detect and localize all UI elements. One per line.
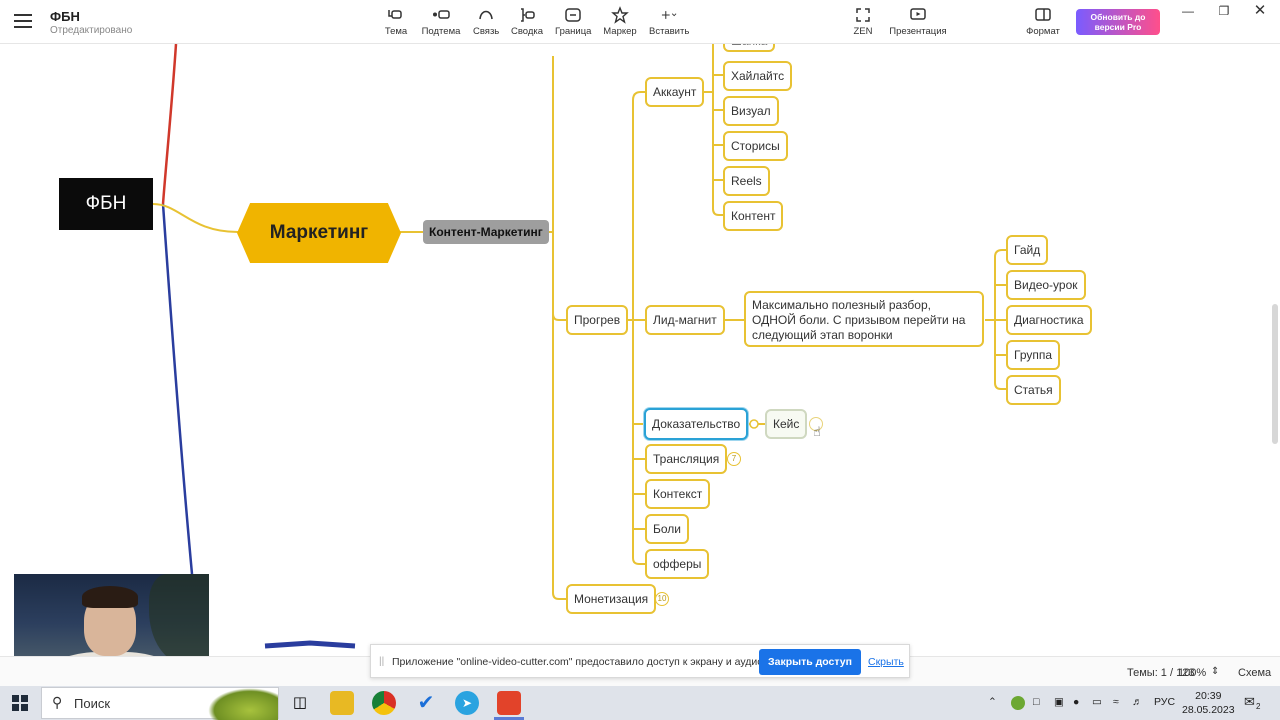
document-status: Отредактировано [50, 25, 133, 36]
view-mode-schema[interactable]: Схема [1238, 667, 1272, 679]
xmind-app-icon[interactable] [497, 691, 521, 715]
hide-banner-link[interactable]: Скрыть [868, 656, 904, 668]
hand-cursor-icon: ☝ [813, 424, 821, 439]
microphone-icon[interactable]: ● [1073, 696, 1080, 708]
topic-offers[interactable]: офферы [645, 549, 710, 579]
topic-monetization[interactable]: Монетизация [566, 584, 657, 614]
zoom-stepper-icon[interactable]: ⇕ [1211, 666, 1220, 677]
relationship-icon [473, 6, 499, 24]
insert-button[interactable]: Вставить [649, 6, 689, 37]
screen-share-banner: || Приложение "online-video-cutter.com" … [370, 644, 910, 678]
topic-group[interactable]: Группа [1006, 340, 1061, 370]
summary-icon [511, 6, 543, 24]
subtopic-icon [421, 6, 461, 24]
notifications-icon[interactable]: ✉ [1244, 694, 1255, 709]
presentation-icon [889, 6, 947, 24]
boundary-icon [555, 6, 591, 24]
zoom-level[interactable]: 100% [1178, 667, 1207, 679]
monetization-collapsed-count[interactable]: 10 [655, 592, 669, 606]
topic-visual[interactable]: Визуал [723, 96, 779, 126]
taskbar-search-box[interactable]: ⚲ Поиск [41, 687, 279, 720]
topic-pains[interactable]: Боли [645, 514, 689, 544]
topic-highlights[interactable]: Хайлайтс [723, 61, 793, 91]
topic-shapka-partial[interactable]: Шапка [723, 44, 776, 52]
telegram-icon[interactable]: ➤ [455, 691, 479, 715]
zen-fullscreen-icon [852, 6, 874, 24]
topic-case[interactable]: Кейс [765, 409, 808, 439]
mindmap-canvas[interactable]: ФБН Маркетинг Контент-Маркетинг Шапка Пр… [0, 44, 1280, 656]
todo-check-icon[interactable]: ✔ [417, 692, 435, 714]
relationship-button[interactable]: Связь [473, 6, 499, 37]
topic-reels[interactable]: Reels [723, 166, 770, 196]
summary-button[interactable]: Сводка [511, 6, 543, 37]
broadcast-collapsed-count[interactable]: 7 [727, 452, 741, 466]
topic-proof-selected[interactable]: Доказательство [644, 408, 749, 440]
marker-button[interactable]: Маркер [603, 6, 637, 37]
topic-article[interactable]: Статья [1006, 375, 1061, 405]
topic-video-lesson[interactable]: Видео-урок [1006, 270, 1086, 300]
tray-chevron-icon[interactable]: ⌃ [988, 696, 997, 708]
taskbar-clock[interactable]: 20:39 28.05.2023 [1182, 690, 1235, 716]
volume-icon[interactable]: ♬ [1132, 696, 1143, 708]
tray-meet-icon[interactable]: ▣ [1054, 696, 1064, 708]
topic-lead-magnet-description[interactable]: Максимально полезный разбор, ОДНОЙ боли.… [744, 291, 984, 347]
share-message: Приложение "online-video-cutter.com" пре… [392, 656, 767, 668]
topic-context[interactable]: Контекст [645, 479, 711, 509]
connector-lines [152, 44, 1007, 649]
upgrade-pro-button[interactable]: Обновить до версии Pro [1076, 9, 1160, 35]
topic-stories[interactable]: Сторисы [723, 131, 788, 161]
boundary-button[interactable]: Граница [555, 6, 591, 37]
presentation-button[interactable]: Презентация [889, 6, 947, 37]
zen-button[interactable]: ZEN [852, 6, 874, 37]
topic-progrev[interactable]: Прогрев [566, 305, 629, 335]
close-window-icon[interactable]: ✕ [1253, 2, 1267, 19]
menu-icon[interactable] [14, 14, 32, 28]
root-topic-fbn[interactable]: ФБН [59, 178, 153, 230]
search-icon: ⚲ [52, 694, 63, 710]
topic-icon [384, 6, 408, 24]
windows-taskbar: ⚲ Поиск ◫ ✔ ➤ ⌃ □ ▣ ● ▭ ≈ ♬ РУС 20:39 28… [0, 686, 1280, 720]
star-marker-icon [603, 6, 637, 24]
vertical-scrollbar[interactable] [1272, 304, 1278, 444]
battery-icon[interactable]: ▭ [1092, 696, 1102, 708]
subtopic-button[interactable]: Подтема [421, 6, 461, 37]
topic-content-marketing[interactable]: Контент-Маркетинг [423, 220, 549, 244]
topic-button[interactable]: Тема [384, 6, 408, 37]
top-toolbar: ФБН Отредактировано Тема Подтема Связь С… [0, 0, 1280, 44]
windows-start-icon[interactable] [12, 695, 28, 711]
restore-window-icon[interactable]: ❐ [1218, 4, 1230, 18]
minimize-window-icon[interactable]: — [1182, 4, 1194, 18]
topic-broadcast[interactable]: Трансляция [645, 444, 728, 474]
case-add-handle[interactable] [809, 417, 823, 431]
format-panel-icon [1025, 6, 1061, 24]
topic-lead-magnet[interactable]: Лид-магнит [645, 305, 725, 335]
input-language[interactable]: РУС [1154, 696, 1176, 708]
notifications-count: 2 [1256, 702, 1261, 711]
topic-diagnostics[interactable]: Диагностика [1006, 305, 1092, 335]
document-title[interactable]: ФБН [50, 9, 80, 24]
file-explorer-icon[interactable] [330, 691, 354, 715]
stop-sharing-button[interactable]: Закрыть доступ [759, 649, 861, 675]
chrome-icon[interactable] [372, 691, 396, 715]
topic-content[interactable]: Контент [723, 201, 784, 231]
format-button[interactable]: Формат [1025, 6, 1061, 37]
topic-account[interactable]: Аккаунт [645, 77, 705, 107]
tray-device-icon[interactable]: □ [1033, 696, 1040, 708]
central-topic-marketing[interactable]: Маркетинг [237, 203, 401, 263]
tray-app-icon[interactable] [1011, 696, 1025, 710]
wifi-icon[interactable]: ≈ [1113, 696, 1119, 708]
topic-guide[interactable]: Гайд [1006, 235, 1049, 265]
drag-grip-icon[interactable]: || [379, 656, 385, 667]
topics-counter: Темы: 1 / 123 [1127, 667, 1195, 679]
task-view-icon[interactable]: ◫ [292, 694, 308, 711]
plus-insert-icon [649, 6, 689, 24]
